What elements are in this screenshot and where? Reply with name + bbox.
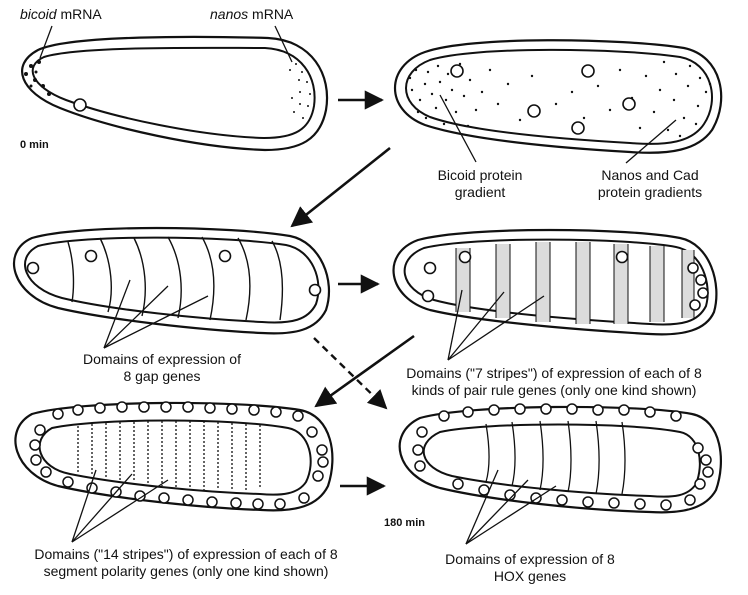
embryo-segment-polarity-inner <box>40 421 311 495</box>
hox-genes-line1: Domains of expression of 8 <box>430 551 630 568</box>
gap-genes-line1: Domains of expression of <box>62 351 262 368</box>
embryo-0min-outer <box>22 37 327 150</box>
nanos-cad-label: Nanos and Cad protein gradients <box>580 167 720 201</box>
segment-polarity-line1: Domains ("14 stripes") of expression of … <box>6 546 366 563</box>
nanos-cad-line1: Nanos and Cad <box>580 167 720 184</box>
embryo-segment-polarity <box>15 403 332 510</box>
time-end-label: 180 min <box>384 515 425 532</box>
embryo-0min <box>22 37 327 150</box>
time-start-label: 0 min <box>20 137 49 154</box>
bicoid-mrna-label: bicoid mRNA <box>20 6 102 23</box>
pair-rule-label: Domains ("7 stripes") of expression of e… <box>384 365 724 399</box>
bicoid-gradient-pointer <box>440 95 476 162</box>
embryo-hox-inner <box>424 425 700 497</box>
bicoid-gradient-line2: gradient <box>420 184 540 201</box>
embryo-gradient-nuclei <box>451 65 635 134</box>
pair-rule-line2: kinds of pair rule genes (only one kind … <box>384 382 724 399</box>
arrow-gap-to-hox-dashed <box>314 338 386 408</box>
hox-genes-line2: HOX genes <box>430 568 630 585</box>
bicoid-gradient-label: Bicoid protein gradient <box>420 167 540 201</box>
pair-rule-stripes <box>456 242 694 324</box>
embryo-gradient-inner <box>406 50 712 144</box>
gap-gene-domain-borders <box>68 237 282 320</box>
segment-polarity-pointers <box>72 470 168 542</box>
bicoid-gradient-stipple <box>409 63 533 127</box>
bicoid-mrna-suffix: mRNA <box>57 6 102 22</box>
nanos-gene-name: nanos <box>210 6 248 22</box>
nanos-cad-line2: protein gradients <box>580 184 720 201</box>
nanos-cad-pointer <box>626 120 676 163</box>
hox-genes-label: Domains of expression of 8 HOX genes <box>430 551 630 585</box>
pair-rule-line1: Domains ("7 stripes") of expression of e… <box>384 365 724 382</box>
arrow-gradient-to-gap <box>292 148 390 226</box>
embryo-gradient <box>395 40 721 153</box>
embryo-0min-inner <box>33 48 315 138</box>
nanos-mrna-pointer <box>275 26 292 62</box>
bicoid-gradient-line1: Bicoid protein <box>420 167 540 184</box>
embryo-0min-nucleus <box>74 99 86 111</box>
gap-genes-line2: 8 gap genes <box>62 368 262 385</box>
nanos-mrna-label: nanos mRNA <box>210 6 293 23</box>
embryo-pair-rule <box>394 230 717 334</box>
gap-genes-label: Domains of expression of 8 gap genes <box>62 351 262 385</box>
segment-polarity-label: Domains ("14 stripes") of expression of … <box>6 546 366 580</box>
bicoid-gene-name: bicoid <box>20 6 57 22</box>
hox-nuclei <box>413 404 713 510</box>
hox-domain-borders <box>486 421 625 494</box>
bicoid-mrna-pointer <box>40 26 52 58</box>
nanos-mrna-suffix: mRNA <box>248 6 293 22</box>
segment-polarity-nuclei <box>30 402 328 509</box>
segment-polarity-line2: segment polarity genes (only one kind sh… <box>6 563 366 580</box>
